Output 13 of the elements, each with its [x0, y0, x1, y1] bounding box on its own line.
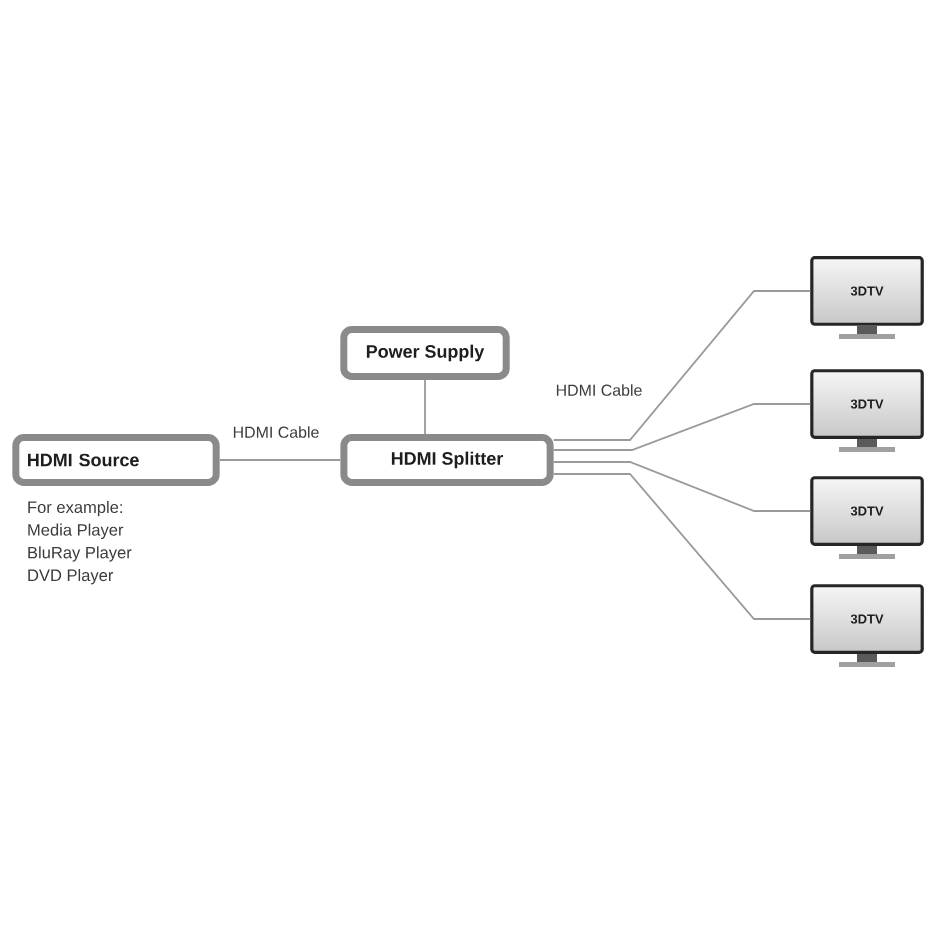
connector-line	[552, 290, 812, 441]
device-box: HDMI Source	[12, 434, 220, 486]
note-text: BluRay Player	[28, 546, 132, 562]
connector-line	[552, 403, 812, 451]
note-text: For example:	[28, 500, 122, 517]
connector-line	[552, 473, 812, 620]
connector-line	[218, 459, 342, 461]
note-text: Media Player	[28, 523, 124, 539]
connector-line	[424, 379, 426, 435]
note-text: DVD Player	[28, 569, 114, 585]
connector-line	[552, 461, 812, 512]
device-box: Power Supply	[340, 326, 510, 380]
device-box: HDMI Splitter	[340, 434, 554, 486]
